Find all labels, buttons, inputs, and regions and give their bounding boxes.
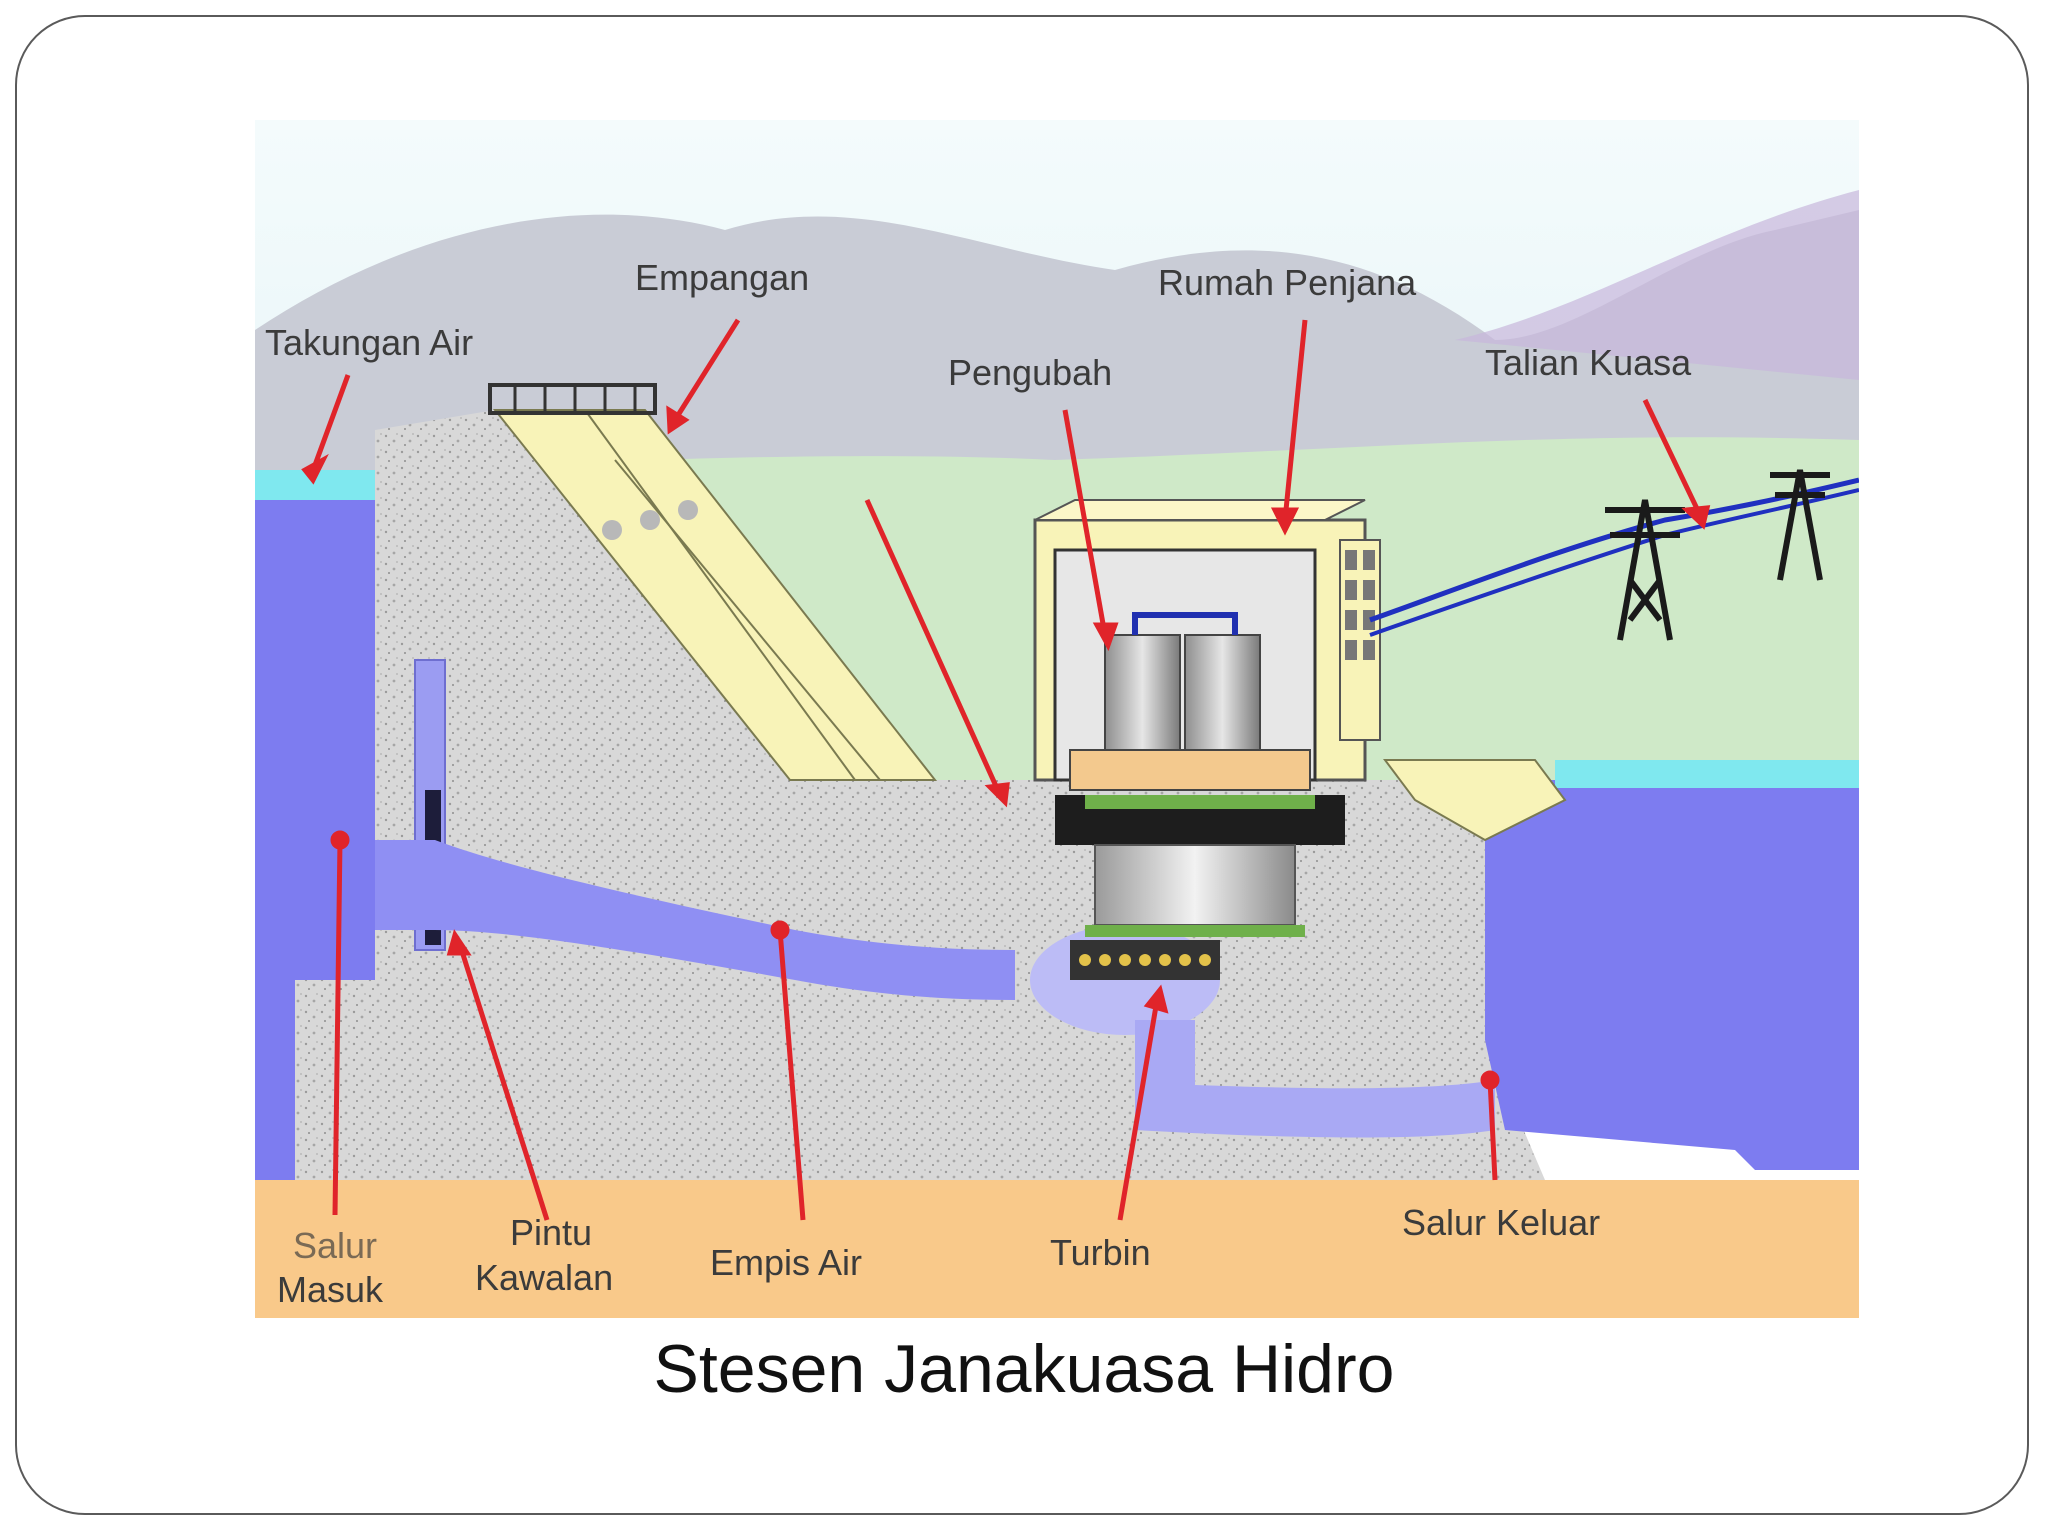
label-pintu-kawalan-line2: Kawalan — [475, 1257, 613, 1298]
label-turbin: Turbin — [1050, 1232, 1151, 1273]
label-salur-masuk-line1: Salur — [293, 1225, 377, 1266]
label-pintu-kawalan-line1: Pintu — [510, 1212, 592, 1253]
hydro-power-station-diagram: Takungan Air Empangan Rumah Penjana Peng… — [255, 120, 1859, 1318]
dam-face — [492, 409, 938, 781]
label-salur-keluar: Salur Keluar — [1402, 1202, 1600, 1243]
pointer-arrows — [301, 318, 1711, 1221]
label-empangan: Empangan — [635, 257, 809, 298]
generator — [1055, 795, 1345, 980]
label-rumah-penjana: Rumah Penjana — [1158, 262, 1417, 303]
diagram-caption: Stesen Janakuasa Hidro — [653, 1331, 1395, 1407]
label-talian-kuasa: Talian Kuasa — [1485, 342, 1692, 383]
transformer — [1069, 612, 1311, 791]
pylon-icon — [1605, 499, 1685, 641]
tailrace-water — [1485, 780, 1859, 1170]
pylon-icon-2 — [1770, 469, 1830, 581]
label-pengubah: Pengubah — [948, 352, 1112, 393]
label-takungan-air: Takungan Air — [265, 322, 473, 363]
label-salur-masuk-line2: Masuk — [277, 1269, 384, 1310]
outlet-channel — [1135, 1020, 1495, 1138]
penstock — [375, 840, 1015, 1000]
label-empis-air: Empis Air — [710, 1242, 862, 1283]
ground — [255, 1180, 1859, 1318]
